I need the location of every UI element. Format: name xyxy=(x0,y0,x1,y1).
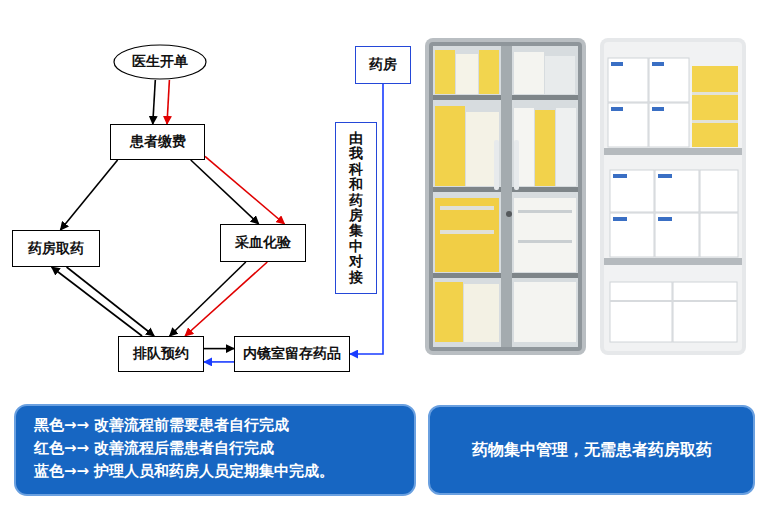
flow-arrow xyxy=(204,361,234,363)
process-box: 药房取药 xyxy=(12,230,100,267)
text-group: 药房取药 xyxy=(28,240,84,258)
flow-arrow xyxy=(191,160,259,224)
node-label: 患者缴费 xyxy=(130,133,186,151)
flow-arrow xyxy=(60,160,117,230)
flow-arrow xyxy=(153,80,156,124)
node-label: 药物集中管理，无需患者药房取药 xyxy=(472,440,712,461)
process-box: 采血化验 xyxy=(220,224,306,262)
vertical-note-box: 由我科和药房集中对接 xyxy=(335,122,377,294)
text-group: 内镜室留存药品 xyxy=(243,345,341,363)
start-ellipse: 医生开单 xyxy=(113,44,207,80)
process-box: 患者缴费 xyxy=(110,124,205,160)
node-label: 内镜室留存药品 xyxy=(243,345,341,363)
legend-item: 黑色→→ 改善流程前需要患者自行完成 xyxy=(34,414,409,437)
summary-panel: 药物集中管理，无需患者药房取药 xyxy=(428,405,755,495)
node-label: 由我科和药房集中对接 xyxy=(349,131,363,285)
text-group: 由我科和药房集中对接 xyxy=(349,131,363,285)
flow-arrow xyxy=(167,80,169,124)
node-label: 采血化验 xyxy=(235,234,291,252)
flow-arrow xyxy=(67,267,155,336)
flow-arrow xyxy=(185,262,267,336)
text-group: 医生开单 xyxy=(132,53,188,71)
node-label: 医生开单 xyxy=(132,53,188,71)
node-label: 排队预约 xyxy=(133,345,189,363)
shelf-photo xyxy=(600,38,746,355)
node-label: 药房取药 xyxy=(28,240,84,258)
text-group: 患者缴费 xyxy=(130,133,186,151)
pharmacy-box: 药房 xyxy=(355,46,411,84)
text-group: 排队预约 xyxy=(133,345,189,363)
cabinet-photo xyxy=(425,38,586,355)
ellipse-shape xyxy=(114,45,206,79)
process-box: 排队预约 xyxy=(118,336,204,372)
text-group: 药物集中管理，无需患者药房取药 xyxy=(472,440,712,461)
legend-text: 黑色→→ 改善流程前需要患者自行完成 xyxy=(34,416,289,435)
legend: 黑色→→ 改善流程前需要患者自行完成红色→→ 改善流程后需患者自行完成蓝色→→ … xyxy=(34,414,409,483)
legend-text: 蓝色→→ 护理人员和药房人员定期集中完成。 xyxy=(34,462,334,481)
flow-arrow xyxy=(170,262,246,336)
node-label: 药房 xyxy=(369,56,397,74)
text-group: 采血化验 xyxy=(235,234,291,252)
flow-arrow xyxy=(204,348,234,350)
flow-arrow xyxy=(205,156,285,224)
legend-item: 蓝色→→ 护理人员和药房人员定期集中完成。 xyxy=(34,460,409,483)
process-box: 内镜室留存药品 xyxy=(234,336,350,372)
text-group: 药房 xyxy=(369,56,397,74)
legend-text: 红色→→ 改善流程后需患者自行完成 xyxy=(34,439,274,458)
legend-panel xyxy=(15,405,415,495)
legend-item: 红色→→ 改善流程后需患者自行完成 xyxy=(34,437,409,460)
flow-arrow xyxy=(52,267,142,336)
